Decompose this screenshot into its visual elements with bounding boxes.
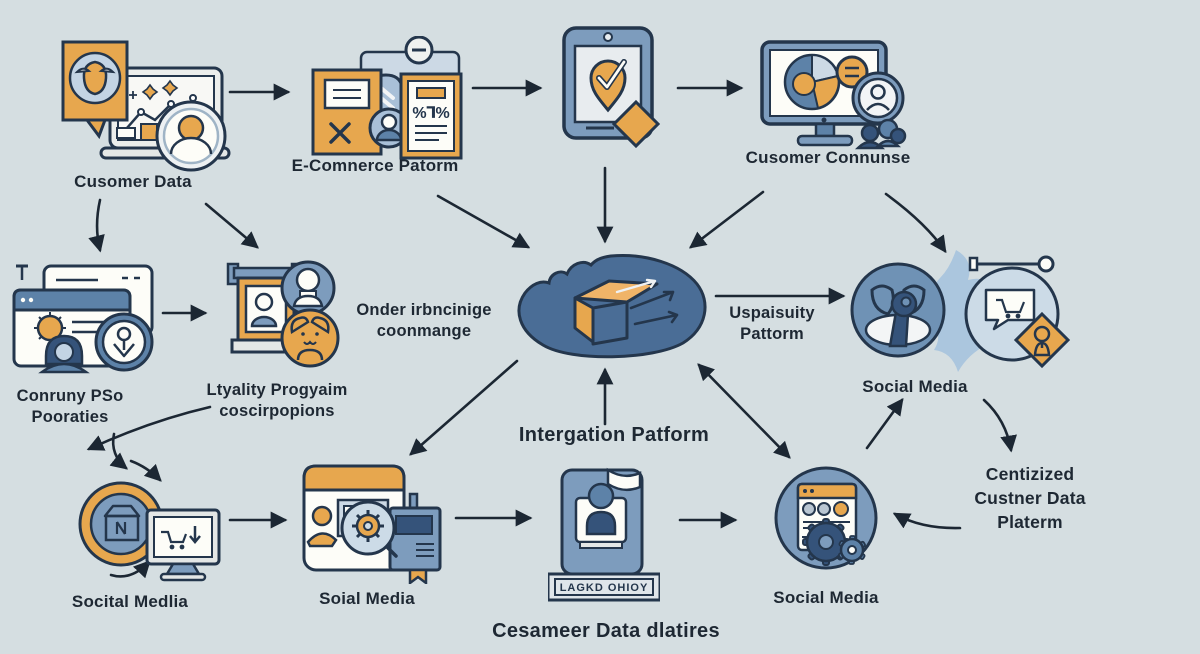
label-uspaisuity-line2: Pattorm	[740, 325, 804, 343]
label-order-note: Onder irbncinige coonmange	[356, 300, 491, 342]
label-centizized: Centizized Custner Data Platerm	[974, 462, 1085, 534]
abstract-key-circle-icon	[848, 260, 948, 360]
arrow-connunse-to-socialright	[884, 192, 947, 254]
monitor-pie-chart-people-icon	[752, 36, 912, 152]
label-soial-media: Soial Media	[319, 589, 415, 608]
label-uspaisuity-line1: Uspaisuity	[729, 304, 815, 322]
arrow-ecommerce-to-cloud	[436, 194, 531, 249]
label-social-media-right: Social Media	[862, 377, 968, 396]
arrow-customerdata-to-loyalty	[204, 202, 259, 249]
label-centizized-line3: Platerm	[997, 512, 1063, 532]
label-loyalty-program: Ltyality Progyaim coscirpopions	[207, 380, 348, 422]
cart-bubble-lock-circle-icon	[958, 252, 1070, 370]
label-centizized-line2: Custner Data	[974, 488, 1086, 508]
label-conruny-pso: Conruny PSo Pooraties	[17, 386, 124, 428]
label-centizized-line1: Centizized	[985, 464, 1075, 484]
board-avatars-icon	[218, 258, 340, 368]
label-order-line2: coonmange	[376, 322, 472, 340]
arrow-connunse-to-cloud	[688, 190, 765, 249]
cards-cloud-discount-icon: %⅂%	[303, 36, 465, 160]
arrow-socialbottom-to-socialright	[865, 397, 904, 450]
label-social-media-bottom: Social Media	[773, 588, 879, 607]
label-customer-data: Cusomer Data	[74, 172, 192, 191]
cloud-package-icon	[505, 248, 715, 363]
browser-gears-circle-icon	[772, 464, 880, 572]
browser-profile-pin-icon	[6, 260, 162, 374]
label-cesameer: Cesameer Data dlatires	[492, 620, 720, 642]
plaque-text: LAGKD OHIOY	[560, 582, 649, 594]
label-order-line1: Onder irbncinige	[356, 301, 492, 319]
package-ring-monitor-cart-icon	[73, 474, 223, 586]
laptop-analytics-avatar-icon	[53, 36, 233, 186]
tablet-checkmark-pin-icon	[560, 22, 660, 148]
arrow-cloud-to-soial	[409, 359, 519, 456]
arrow-centizized-to-socialbottom	[892, 512, 962, 530]
label-socital-medlia: Socital Medlia	[71, 592, 189, 611]
discount-glyph: %⅂%	[412, 105, 449, 122]
arrow-socialright-to-centizized	[982, 398, 1017, 453]
label-customer-connunse: Cusomer Connunse	[745, 148, 911, 167]
label-integration-platform: Intergation Patform	[518, 424, 710, 446]
arrow-customerdata-down	[88, 198, 105, 253]
book-person-laptop-icon: LAGKD OHIOY	[548, 462, 660, 602]
label-conruny-line2: Pooraties	[31, 408, 109, 426]
label-loyalty-line2: coscirpopions	[219, 402, 335, 420]
label-conruny-line1: Conruny PSo	[16, 387, 124, 405]
label-uspaisuity: Uspaisuity Pattorm	[729, 303, 814, 345]
arrow-conruny-to-socital	[109, 432, 128, 470]
label-loyalty-line1: Ltyality Progyaim	[206, 381, 348, 399]
label-ecommerce: E-Comnerce Patorm	[291, 156, 459, 175]
browser-gear-magnifier-icon	[298, 460, 443, 584]
arrow-cloud-socialbottom-both	[697, 363, 791, 459]
